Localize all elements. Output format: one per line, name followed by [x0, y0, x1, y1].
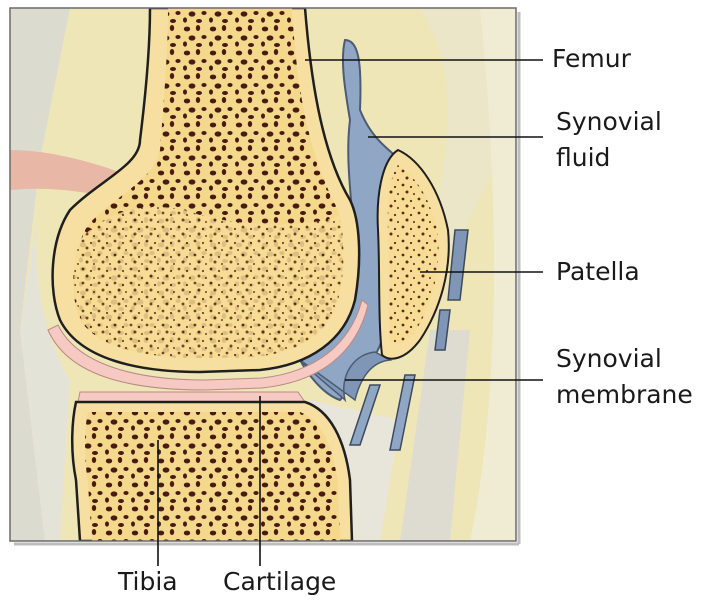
femur-condyle-fine: [74, 207, 343, 358]
label-synovial-membrane-line1: Synovial: [556, 343, 662, 374]
label-femur: Femur: [552, 43, 631, 74]
label-synovial-membrane-line2: membrane: [556, 379, 693, 410]
tibia-cartilage: [78, 392, 305, 402]
label-cartilage: Cartilage: [223, 566, 336, 597]
label-tibia: Tibia: [118, 566, 178, 597]
label-patella: Patella: [556, 256, 640, 287]
label-synovial-fluid-line1: Synovial: [556, 106, 662, 137]
tibia-spongy-bone: [85, 412, 340, 541]
label-synovial-fluid-line2: fluid: [556, 142, 610, 173]
